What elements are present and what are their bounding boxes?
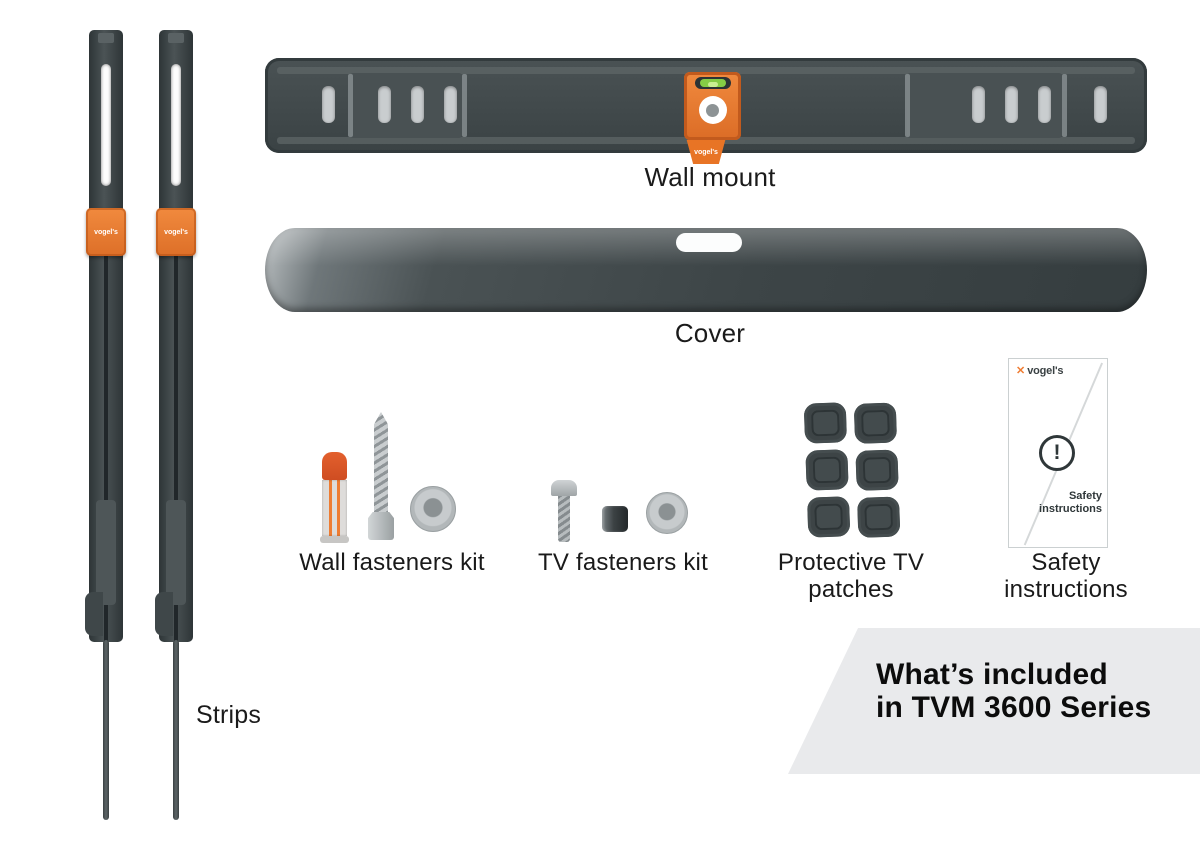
mount-slot <box>411 86 424 123</box>
protective-patch <box>857 496 901 538</box>
mount-slot <box>444 86 457 123</box>
bracket-hole <box>698 96 727 124</box>
mount-slot <box>1038 86 1051 123</box>
mount-slot <box>972 86 985 123</box>
protective-patches-grid <box>803 400 905 538</box>
mount-slot <box>1005 86 1018 123</box>
screw-thread <box>558 496 570 542</box>
wall-fasteners-label: Wall fasteners kit <box>299 549 485 576</box>
strip-buckle <box>96 500 116 605</box>
mount-rail <box>277 67 1135 74</box>
protective-patch <box>805 449 849 491</box>
cover-bar <box>265 228 1147 312</box>
level-bubble-highlight <box>707 82 718 87</box>
wall-plug-anchor <box>320 452 349 544</box>
strip-strap <box>173 640 179 820</box>
plug-cap <box>322 452 347 480</box>
strip-hook <box>155 592 173 636</box>
strip-buckle <box>166 500 186 605</box>
bracket-hole-center <box>706 103 719 117</box>
wall-screw <box>366 412 396 542</box>
safety-leaflet: ✕ vogel's ! Safety instructions <box>1008 358 1108 548</box>
wall-washer <box>410 486 456 532</box>
vogels-logo: ✕ vogel's <box>1016 366 1063 377</box>
plug-collar <box>320 536 349 543</box>
mount-bracket-edge <box>905 74 910 137</box>
mount-bracket-plate <box>350 73 462 138</box>
strip-slot <box>101 64 111 186</box>
strip-clip-logo: vogel's <box>86 208 126 256</box>
strip-clip-logo: vogel's <box>156 208 196 256</box>
mount-bracket-edge <box>462 74 467 137</box>
level-bubble <box>699 79 726 87</box>
strip-groove <box>104 254 108 642</box>
protective-patch <box>855 449 899 491</box>
mount-bracket-edge <box>348 74 353 137</box>
vogels-logo-text: vogel's <box>1027 365 1064 377</box>
safety-label: Safety instructions <box>1004 549 1128 603</box>
mount-slot <box>378 86 391 123</box>
strip-slot <box>171 64 181 186</box>
cover-label: Cover <box>674 318 746 348</box>
screw-hex-head <box>368 512 394 540</box>
headline-line1: What’s included <box>876 658 1108 691</box>
screw-pan-head <box>551 480 577 496</box>
cover-slot <box>676 233 742 252</box>
wall-mount-bar: vogel's <box>265 58 1147 164</box>
protective-patch <box>803 402 848 444</box>
headline-text: What’s included in TVM 3600 Series <box>876 658 1151 724</box>
mount-slot <box>1094 86 1107 123</box>
protective-patch <box>806 496 851 538</box>
vogels-logo-icon: ✕ <box>1016 365 1026 377</box>
strip-right: vogel's <box>155 30 196 822</box>
wall-mount-label: Wall mount <box>644 162 776 192</box>
tv-spacer <box>602 506 628 532</box>
strip-strap <box>103 640 109 820</box>
tv-washer <box>646 492 688 534</box>
strips-label: Strips <box>196 701 262 729</box>
spirit-level <box>694 77 731 89</box>
strip-top-notch <box>98 33 114 43</box>
tv-fasteners-label: TV fasteners kit <box>538 549 708 576</box>
center-bracket <box>684 72 741 140</box>
leaflet-title: Safety instructions <box>1039 489 1102 516</box>
strip-hook <box>85 592 103 636</box>
tv-screw <box>550 480 578 542</box>
protective-patch <box>853 402 898 444</box>
strip-left: vogel's <box>85 30 126 822</box>
exclamation-icon: ! <box>1039 435 1075 471</box>
mount-bracket-edge <box>1062 74 1067 137</box>
screw-thread <box>374 412 388 514</box>
plug-body <box>322 480 347 536</box>
bracket-logo-tab: vogel's <box>686 140 726 164</box>
mount-slot <box>322 86 335 123</box>
headline-line2: in TVM 3600 Series <box>876 691 1152 724</box>
strip-top-notch <box>168 33 184 43</box>
patches-label: Protective TV patches <box>777 549 925 603</box>
strip-groove <box>174 254 178 642</box>
headline-panel: What’s included in TVM 3600 Series <box>788 628 1200 774</box>
